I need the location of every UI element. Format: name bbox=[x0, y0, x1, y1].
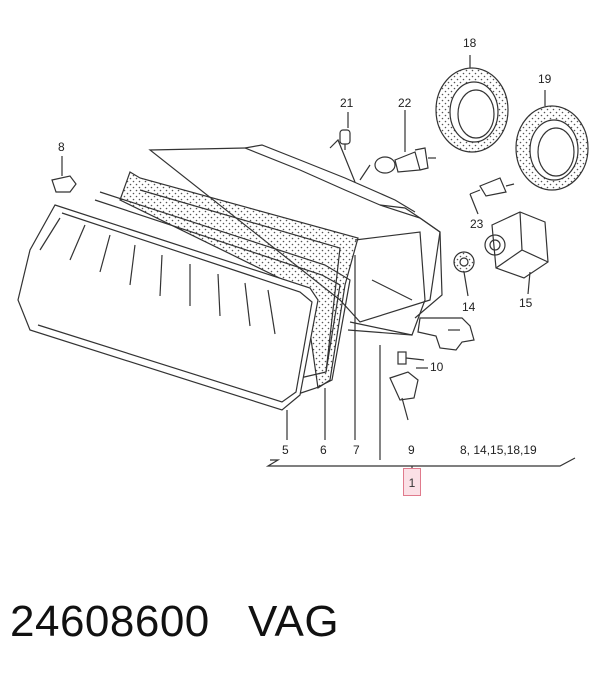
gasket-part bbox=[453, 251, 475, 297]
ring-part-18 bbox=[435, 55, 509, 153]
small-bulb bbox=[329, 129, 356, 183]
brand-name: VAG bbox=[247, 597, 340, 646]
headlight-exploded-diagram bbox=[17, 55, 589, 468]
part-caption: 24608600 VAG bbox=[10, 597, 339, 647]
seal-gasket bbox=[119, 171, 359, 390]
mounting-bracket bbox=[417, 317, 475, 351]
callout-6: 6 bbox=[320, 443, 327, 457]
callout-19: 19 bbox=[538, 72, 552, 86]
ring-part-19 bbox=[515, 90, 589, 191]
clip-part bbox=[389, 371, 419, 421]
headlamp-bulb bbox=[359, 147, 436, 181]
callout-10: 10 bbox=[430, 360, 444, 374]
callout-14: 14 bbox=[462, 300, 476, 314]
callout-5: 5 bbox=[282, 443, 289, 457]
callout-group: 8, 14,15,18,19 bbox=[460, 443, 537, 457]
part-number: 24608600 bbox=[10, 597, 210, 646]
leader-lines bbox=[61, 110, 576, 468]
adjuster-motor bbox=[484, 211, 549, 295]
callout-8: 8 bbox=[58, 140, 65, 154]
callout-18: 18 bbox=[463, 36, 477, 50]
callout-22: 22 bbox=[398, 96, 412, 110]
main-part-callout[interactable]: 1 bbox=[403, 468, 421, 496]
callout-15: 15 bbox=[519, 296, 533, 310]
headlight-lens bbox=[17, 204, 319, 411]
callout-7: 7 bbox=[353, 443, 360, 457]
side-bulb bbox=[469, 177, 515, 215]
headlight-housing bbox=[148, 144, 443, 336]
lens-frame bbox=[94, 191, 351, 396]
callout-9: 9 bbox=[408, 443, 415, 457]
callout-21: 21 bbox=[340, 96, 354, 110]
retaining-clip bbox=[51, 175, 77, 193]
screw-part bbox=[397, 351, 425, 365]
callout-23: 23 bbox=[470, 217, 484, 231]
